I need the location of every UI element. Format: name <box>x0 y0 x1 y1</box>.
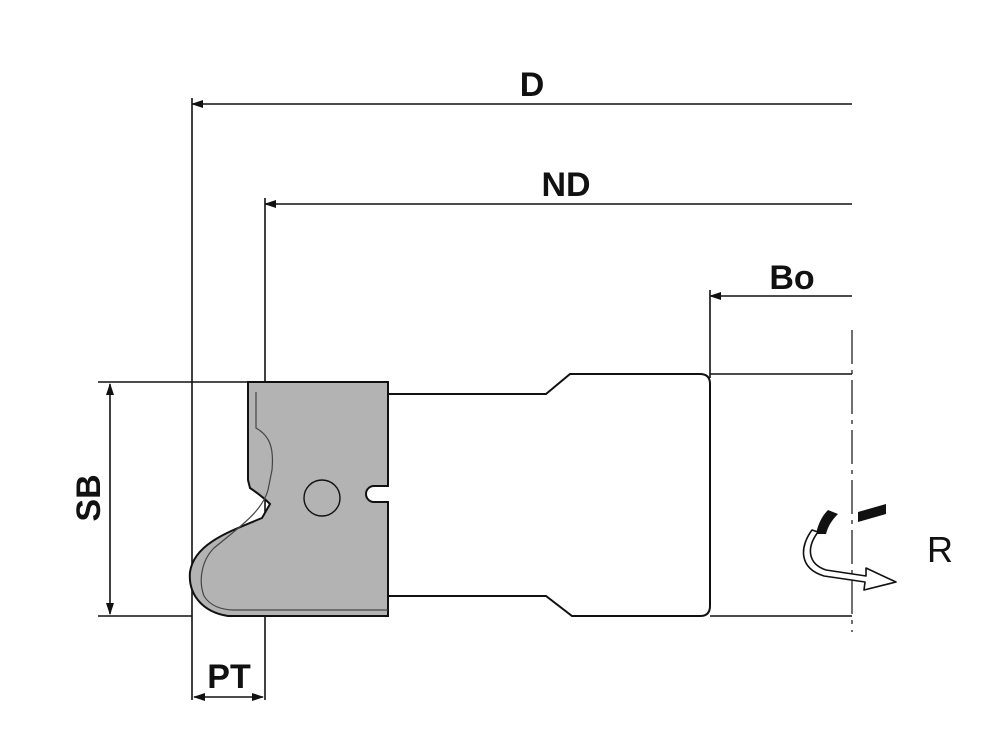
dimension-pt: PT <box>193 658 264 701</box>
rotation-symbol: R <box>802 504 953 591</box>
knife-inner-contour <box>200 392 388 611</box>
label-d: D <box>520 66 545 104</box>
dimension-bo: Bo <box>709 259 852 378</box>
dimension-sb: SB <box>70 381 248 617</box>
screw-hole <box>303 479 341 517</box>
knife-insert <box>188 381 389 617</box>
label-sb: SB <box>70 474 108 521</box>
dimension-d: D <box>191 66 852 700</box>
label-r: R <box>927 529 953 570</box>
label-bo: Bo <box>769 259 814 297</box>
label-pt: PT <box>207 658 251 696</box>
rotation-tooth-left <box>816 510 838 534</box>
rotation-tooth-right <box>858 504 886 522</box>
cutter-body <box>388 373 711 617</box>
label-nd: ND <box>541 166 590 204</box>
knife-insert-shape <box>188 381 389 617</box>
rotation-arrow-icon <box>802 529 897 591</box>
